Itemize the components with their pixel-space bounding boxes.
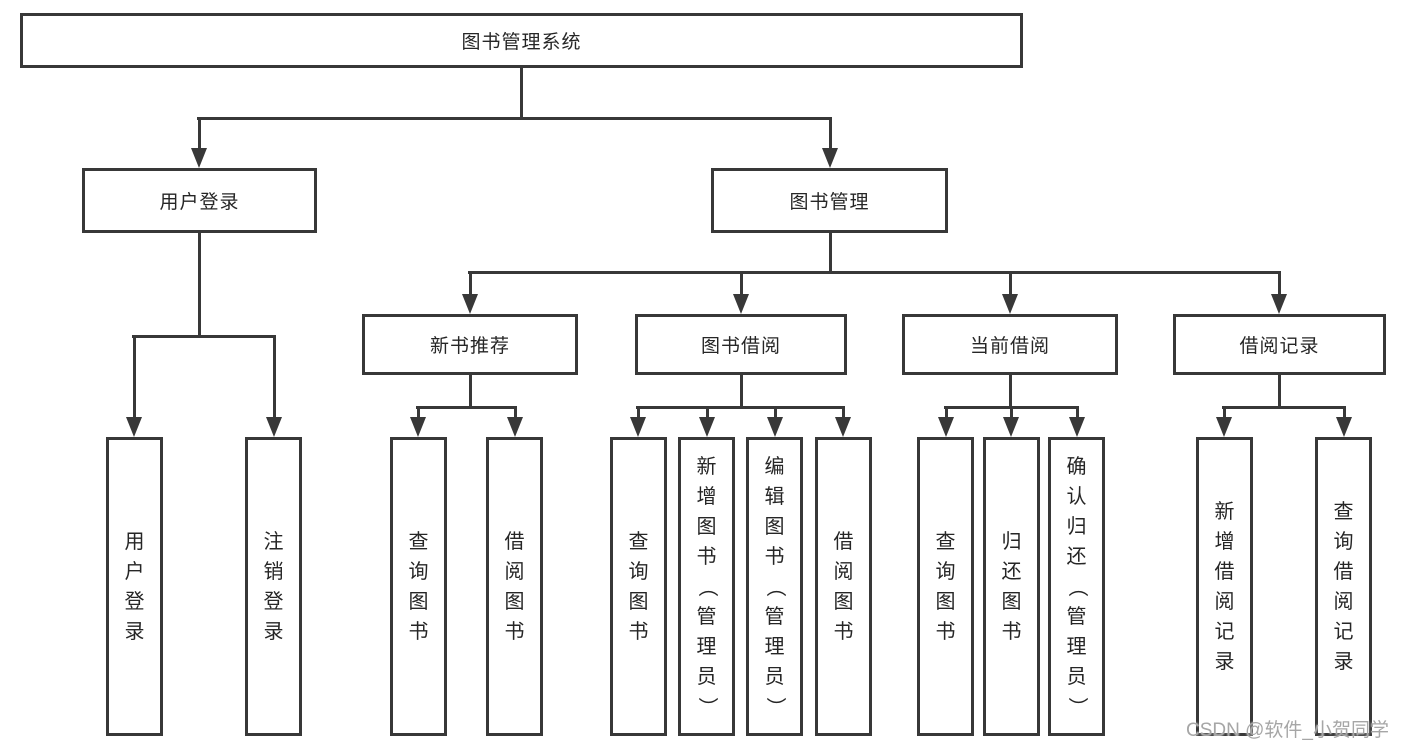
- leaf-nbr-query-books: 查询图书: [390, 437, 447, 736]
- arrow-down-icon: [767, 417, 783, 437]
- connector-line: [416, 407, 420, 421]
- node-borrowing-records: 借阅记录: [1173, 314, 1386, 375]
- node-library-management-system-label: 图书管理系统: [461, 32, 582, 53]
- leaf-br-query-borrow-record-label: 查询借阅记录: [1333, 500, 1354, 673]
- leaf-cb-query-books: 查询图书: [917, 437, 974, 736]
- connector-bus: [944, 405, 1079, 409]
- connector-line: [272, 336, 276, 421]
- leaf-cb-query-books-label: 查询图书: [935, 530, 956, 643]
- connector-line: [1342, 407, 1346, 421]
- node-borrowing-records-label: 借阅记录: [1239, 336, 1320, 357]
- arrow-down-icon: [699, 417, 715, 437]
- connector-line: [468, 375, 472, 407]
- connector-line: [1277, 272, 1281, 298]
- leaf-cb-confirm-return-admin-label: 确认归还（管理员）: [1065, 455, 1088, 717]
- node-current-borrowing-label: 当前借阅: [969, 336, 1050, 357]
- connector-line: [944, 407, 948, 421]
- connector-line: [1075, 407, 1079, 421]
- arrow-down-icon: [191, 148, 207, 168]
- leaf-bb-edit-books-admin: 编辑图书（管理员）: [746, 437, 803, 736]
- node-new-book-recommendation-label: 新书推荐: [429, 336, 510, 357]
- node-user-login: 用户登录: [82, 168, 317, 233]
- arrow-down-icon: [1069, 417, 1085, 437]
- connector-line: [197, 118, 201, 152]
- leaf-cb-return-books-label: 归还图书: [1001, 530, 1022, 643]
- arrow-down-icon: [938, 417, 954, 437]
- connector-line: [132, 336, 136, 421]
- leaf-bb-query-books-label: 查询图书: [628, 530, 649, 643]
- connector-line: [1008, 375, 1012, 407]
- arrow-down-icon: [1271, 294, 1287, 314]
- watermark: CSDN @软件_小贺同学: [1186, 720, 1389, 741]
- arrow-down-icon: [630, 417, 646, 437]
- leaf-bb-query-books: 查询图书: [610, 437, 667, 736]
- connector-line: [739, 375, 743, 407]
- leaf-bb-add-books-admin: 新增图书（管理员）: [678, 437, 735, 736]
- connector-bus: [416, 405, 517, 409]
- arrow-down-icon: [410, 417, 426, 437]
- leaf-cb-return-books: 归还图书: [983, 437, 1040, 736]
- connector-line: [519, 68, 523, 118]
- leaf-bb-borrow-books-label: 借阅图书: [833, 530, 854, 643]
- arrow-down-icon: [1002, 294, 1018, 314]
- leaf-bb-edit-books-admin-label: 编辑图书（管理员）: [763, 455, 786, 717]
- connector-line: [841, 407, 845, 421]
- connector-line: [1222, 407, 1226, 421]
- connector-line: [739, 272, 743, 298]
- arrow-down-icon: [1336, 417, 1352, 437]
- leaf-cb-confirm-return-admin: 确认归还（管理员）: [1048, 437, 1105, 736]
- connector-bus: [1222, 405, 1346, 409]
- node-book-borrowing: 图书借阅: [635, 314, 847, 375]
- connector-bus: [468, 270, 1281, 274]
- connector-line: [828, 233, 832, 272]
- arrow-down-icon: [507, 417, 523, 437]
- arrow-down-icon: [462, 294, 478, 314]
- connector-line: [705, 407, 709, 421]
- leaf-nbr-borrow-books-label: 借阅图书: [504, 530, 525, 643]
- arrow-down-icon: [733, 294, 749, 314]
- connector-line: [1008, 272, 1012, 298]
- leaf-nbr-borrow-books: 借阅图书: [486, 437, 543, 736]
- leaf-br-add-borrow-record-label: 新增借阅记录: [1214, 500, 1235, 673]
- node-current-borrowing: 当前借阅: [902, 314, 1118, 375]
- leaf-br-add-borrow-record: 新增借阅记录: [1196, 437, 1253, 736]
- arrow-down-icon: [266, 417, 282, 437]
- leaf-bb-borrow-books: 借阅图书: [815, 437, 872, 736]
- arrow-down-icon: [1216, 417, 1232, 437]
- node-new-book-recommendation: 新书推荐: [362, 314, 578, 375]
- connector-bus: [132, 334, 276, 338]
- connector-line: [468, 272, 472, 298]
- connector-line: [1277, 375, 1281, 407]
- arrow-down-icon: [126, 417, 142, 437]
- leaf-logout-label: 注销登录: [263, 530, 284, 643]
- connector-line: [636, 407, 640, 421]
- leaf-user-login-label: 用户登录: [124, 530, 145, 643]
- leaf-logout: 注销登录: [245, 437, 302, 736]
- leaf-nbr-query-books-label: 查询图书: [408, 530, 429, 643]
- node-book-management-label: 图书管理: [789, 192, 870, 213]
- arrow-down-icon: [835, 417, 851, 437]
- leaf-br-query-borrow-record: 查询借阅记录: [1315, 437, 1372, 736]
- leaf-bb-add-books-admin-label: 新增图书（管理员）: [695, 455, 718, 717]
- connector-bus: [197, 116, 832, 120]
- connector-bus: [636, 405, 845, 409]
- connector-line: [1009, 407, 1013, 421]
- node-book-borrowing-label: 图书借阅: [700, 336, 781, 357]
- arrow-down-icon: [1003, 417, 1019, 437]
- node-library-management-system: 图书管理系统: [20, 13, 1023, 68]
- arrow-down-icon: [822, 148, 838, 168]
- connector-line: [773, 407, 777, 421]
- connector-line: [828, 118, 832, 152]
- node-user-login-label: 用户登录: [159, 192, 240, 213]
- node-book-management: 图书管理: [711, 168, 948, 233]
- connector-line: [513, 407, 517, 421]
- leaf-user-login: 用户登录: [106, 437, 163, 736]
- connector-line: [197, 233, 201, 336]
